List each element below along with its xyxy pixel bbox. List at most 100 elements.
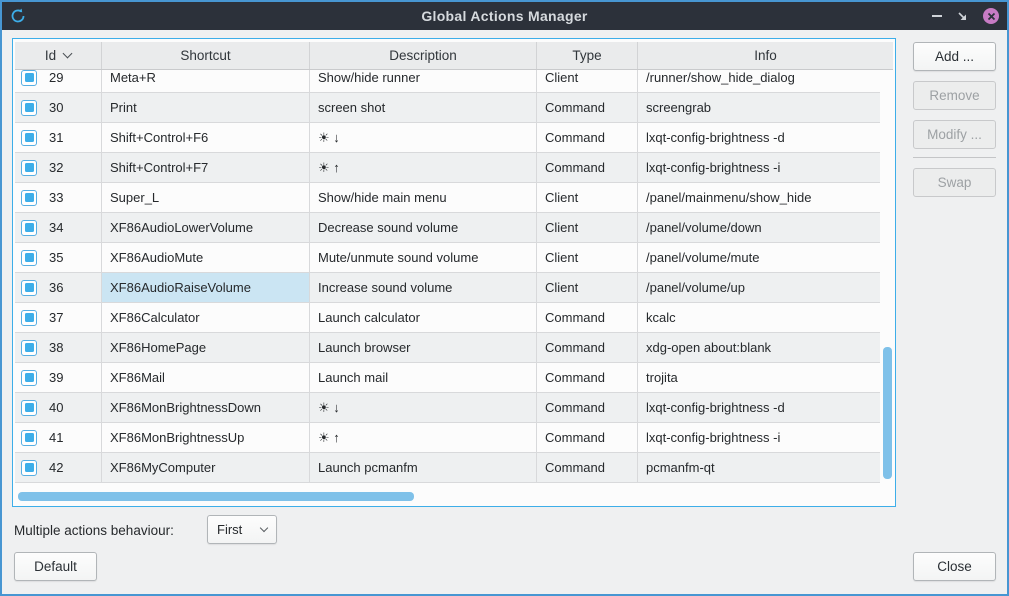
cell-type[interactable]: Client [537, 273, 638, 302]
cell-description[interactable]: Show/hide runner [310, 70, 537, 92]
cell-description[interactable]: screen shot [310, 93, 537, 122]
cell-type[interactable]: Client [537, 183, 638, 212]
cell-shortcut[interactable]: Super_L [102, 183, 310, 212]
cell-id[interactable]: 29 [15, 70, 102, 92]
cell-id[interactable]: 33 [15, 183, 102, 212]
close-window-button[interactable] [983, 8, 999, 24]
horizontal-scrollbar-thumb[interactable] [18, 492, 414, 501]
maximize-button[interactable] [956, 10, 969, 23]
cell-id[interactable]: 31 [15, 123, 102, 152]
column-header-shortcut[interactable]: Shortcut [102, 42, 310, 69]
cell-type[interactable]: Client [537, 70, 638, 92]
row-checkbox[interactable] [21, 279, 37, 296]
cell-shortcut[interactable]: XF86Calculator [102, 303, 310, 332]
cell-description[interactable]: Mute/unmute sound volume [310, 243, 537, 272]
behaviour-combobox[interactable]: First [207, 515, 277, 544]
cell-shortcut[interactable]: Shift+Control+F6 [102, 123, 310, 152]
cell-id[interactable]: 37 [15, 303, 102, 332]
cell-shortcut[interactable]: XF86HomePage [102, 333, 310, 362]
cell-description[interactable]: ☀ ↑ [310, 153, 537, 182]
cell-id[interactable]: 35 [15, 243, 102, 272]
row-checkbox[interactable] [21, 429, 37, 446]
cell-description[interactable]: Launch mail [310, 363, 537, 392]
row-checkbox[interactable] [21, 249, 37, 266]
row-checkbox[interactable] [21, 70, 37, 86]
cell-type[interactable]: Command [537, 303, 638, 332]
cell-shortcut[interactable]: XF86AudioRaiseVolume [102, 273, 310, 302]
cell-info[interactable]: kcalc [646, 310, 676, 325]
row-checkbox[interactable] [21, 219, 37, 236]
cell-type[interactable]: Command [537, 333, 638, 362]
cell-info[interactable]: /panel/volume/up [646, 280, 746, 295]
row-checkbox[interactable] [21, 159, 37, 176]
row-checkbox[interactable] [21, 99, 37, 116]
cell-info[interactable]: pcmanfm-qt [646, 460, 715, 475]
cell-info[interactable]: trojita [646, 370, 678, 385]
cell-type[interactable]: Command [537, 453, 638, 482]
cell-shortcut[interactable]: XF86MonBrightnessUp [102, 423, 310, 452]
row-checkbox[interactable] [21, 399, 37, 416]
cell-info[interactable]: lxqt-config-brightness -i [646, 160, 781, 175]
default-button[interactable]: Default [14, 552, 97, 581]
cell-info[interactable]: lxqt-config-brightness -i [646, 430, 781, 445]
cell-shortcut[interactable]: XF86MonBrightnessDown [102, 393, 310, 422]
cell-type[interactable]: Command [537, 363, 638, 392]
cell-shortcut[interactable]: Meta+R [102, 70, 310, 92]
column-header-description[interactable]: Description [310, 42, 537, 69]
cell-shortcut[interactable]: XF86Mail [102, 363, 310, 392]
cell-id[interactable]: 41 [15, 423, 102, 452]
cell-shortcut[interactable]: Print [102, 93, 310, 122]
cell-description[interactable]: ☀ ↑ [310, 423, 537, 452]
cell-info[interactable]: /panel/volume/down [646, 220, 762, 235]
cell-id[interactable]: 36 [15, 273, 102, 302]
cell-description[interactable]: Launch pcmanfm [310, 453, 537, 482]
column-header-id[interactable]: Id [15, 42, 102, 69]
cell-id[interactable]: 38 [15, 333, 102, 362]
cell-description[interactable]: ☀ ↓ [310, 123, 537, 152]
cell-type[interactable]: Command [537, 153, 638, 182]
column-header-type[interactable]: Type [537, 42, 638, 69]
row-checkbox[interactable] [21, 339, 37, 356]
cell-info[interactable]: lxqt-config-brightness -d [646, 400, 785, 415]
cell-type[interactable]: Command [537, 123, 638, 152]
cell-id[interactable]: 39 [15, 363, 102, 392]
cell-info[interactable]: /panel/volume/mute [646, 250, 760, 265]
cell-info[interactable]: lxqt-config-brightness -d [646, 130, 785, 145]
cell-type[interactable]: Command [537, 393, 638, 422]
close-button[interactable]: Close [913, 552, 996, 581]
cell-description[interactable]: Show/hide main menu [310, 183, 537, 212]
cell-info[interactable]: screengrab [646, 100, 712, 115]
cell-id[interactable]: 30 [15, 93, 102, 122]
row-checkbox[interactable] [21, 189, 37, 206]
cell-shortcut[interactable]: XF86AudioMute [102, 243, 310, 272]
minimize-button[interactable] [932, 15, 942, 17]
cell-info[interactable]: /panel/mainmenu/show_hide [646, 190, 812, 205]
cell-shortcut[interactable]: XF86MyComputer [102, 453, 310, 482]
cell-id[interactable]: 32 [15, 153, 102, 182]
vertical-scrollbar-thumb[interactable] [883, 347, 892, 479]
row-checkbox[interactable] [21, 459, 37, 476]
cell-description[interactable]: Decrease sound volume [310, 213, 537, 242]
row-checkbox[interactable] [21, 369, 37, 386]
cell-id[interactable]: 34 [15, 213, 102, 242]
cell-type[interactable]: Client [537, 243, 638, 272]
cell-description[interactable]: Increase sound volume [310, 273, 537, 302]
cell-info[interactable]: xdg-open about:blank [646, 340, 772, 355]
cell-id[interactable]: 40 [15, 393, 102, 422]
cell-description[interactable]: Launch browser [310, 333, 537, 362]
cell-shortcut[interactable]: XF86AudioLowerVolume [102, 213, 310, 242]
